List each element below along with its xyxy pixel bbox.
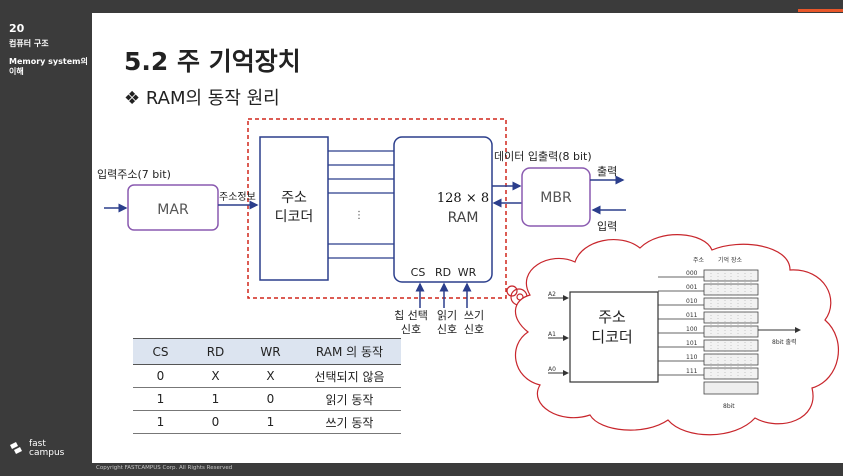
logo-text-fast: fast xyxy=(29,439,46,449)
detail-input-lines xyxy=(548,295,569,376)
memory-cell-dividers xyxy=(710,270,752,379)
mar-box xyxy=(127,184,219,231)
logo-text-campus: campus xyxy=(29,448,65,458)
address-decoder-box xyxy=(259,136,329,281)
cell-rd: X xyxy=(188,364,243,388)
detail-output-label: 8bit 출력 xyxy=(772,338,797,346)
decoder-label-1: 주소 xyxy=(281,190,307,206)
address-label: 111 xyxy=(686,368,698,375)
output-register xyxy=(703,381,759,395)
wr-signal-label-1: 쓰기 xyxy=(464,309,484,322)
table-row: 1 1 0 읽기 동작 xyxy=(133,387,401,411)
fastcampus-logo-icon xyxy=(10,442,22,454)
mbr-label: MBR xyxy=(540,190,572,206)
cell-rd: 0 xyxy=(188,410,243,434)
accent-line xyxy=(798,9,843,12)
cell-wr: X xyxy=(243,364,298,388)
cell-cs: 0 xyxy=(133,364,188,388)
detail-decoder-label-1: 주소 xyxy=(598,308,626,326)
wr-pin-label: WR xyxy=(458,266,477,279)
table-header-row: CS RD WR RAM 의 동작 xyxy=(133,338,401,365)
course-title: 컴퓨터 구조 xyxy=(9,39,49,48)
cell-operation: 읽기 동작 xyxy=(298,387,401,411)
sidebar: 20 컴퓨터 구조 Memory system의 이해 fast campus xyxy=(0,0,92,476)
address-label: 000 xyxy=(686,270,698,277)
col-header-operation: RAM 의 동작 xyxy=(298,338,401,365)
operation-table: CS RD WR RAM 의 동작 0 X X 선택되지 않음 1 1 0 읽기… xyxy=(133,338,401,434)
copyright-text: Copyright FASTCAMPUS Corp. All Rights Re… xyxy=(96,465,233,471)
detail-decoder-label-2: 디코더 xyxy=(591,328,632,346)
cs-pin-label: CS xyxy=(411,266,426,279)
address-labels: 000 001 010 011 100 101 110 111 xyxy=(686,270,698,375)
storage-header: 기억 장소 xyxy=(718,256,742,264)
mbr-box xyxy=(521,167,591,227)
input-address-label: 입력주소(7 bit) xyxy=(97,168,171,181)
input-a0: A0 xyxy=(548,366,556,373)
col-header-cs: CS xyxy=(133,338,188,365)
top-bar xyxy=(92,0,843,13)
address-label: 100 xyxy=(686,326,698,333)
ram-label: RAM xyxy=(448,210,479,226)
rd-pin-label: RD xyxy=(435,266,451,279)
rd-signal-label-1: 읽기 xyxy=(437,309,457,322)
wr-signal-label-2: 신호 xyxy=(464,323,484,336)
ram-size-label: 128 × 8 xyxy=(437,191,489,206)
table-row: 0 X X 선택되지 않음 xyxy=(133,364,401,388)
word-lines xyxy=(328,150,394,259)
decoder-label-2: 디코더 xyxy=(275,209,314,225)
detail-decoder-box xyxy=(569,291,659,383)
width-label: 8bit xyxy=(723,403,735,410)
input-a2: A2 xyxy=(548,291,556,298)
page-number: 20 xyxy=(9,22,25,35)
address-label: 110 xyxy=(686,354,698,361)
footer-bar xyxy=(92,463,843,476)
decoder-output-lines xyxy=(658,276,704,376)
cell-operation: 쓰기 동작 xyxy=(298,410,401,434)
ram-box xyxy=(393,136,493,283)
section-title: Memory system의 이해 xyxy=(9,57,88,76)
detail-cloud xyxy=(514,234,839,436)
input-a1: A1 xyxy=(548,331,556,338)
address-label: 011 xyxy=(686,312,698,319)
data-io-label: 데이터 입출력(8 bit) xyxy=(494,150,592,163)
output-label: 출력 xyxy=(597,165,617,178)
cell-operation: 선택되지 않음 xyxy=(298,364,401,388)
address-label: 010 xyxy=(686,298,698,305)
address-header: 주소 xyxy=(693,257,705,264)
mar-label: MAR xyxy=(157,202,189,218)
input-label: 입력 xyxy=(597,220,617,233)
cell-rd: 1 xyxy=(188,387,243,411)
cs-signal-label-2: 신호 xyxy=(401,323,421,336)
ellipsis-dots: ⋮ xyxy=(354,210,364,221)
slide-title: 5.2 주 기억장치 xyxy=(124,47,301,76)
cs-signal-label-1: 칩 선택 xyxy=(394,309,428,322)
slide-subtitle: ❖ RAM의 동작 원리 xyxy=(124,88,280,109)
memory-unit-boundary xyxy=(247,118,507,299)
cell-wr: 1 xyxy=(243,410,298,434)
col-header-wr: WR xyxy=(243,338,298,365)
address-info-label: 주소정보 xyxy=(219,191,256,203)
table-row: 1 0 1 쓰기 동작 xyxy=(133,410,401,434)
address-label: 101 xyxy=(686,340,698,347)
address-label: 001 xyxy=(686,284,698,291)
rd-signal-label-2: 신호 xyxy=(437,323,457,336)
cell-wr: 0 xyxy=(243,387,298,411)
cell-cs: 1 xyxy=(133,387,188,411)
cell-cs: 1 xyxy=(133,410,188,434)
col-header-rd: RD xyxy=(188,338,243,365)
